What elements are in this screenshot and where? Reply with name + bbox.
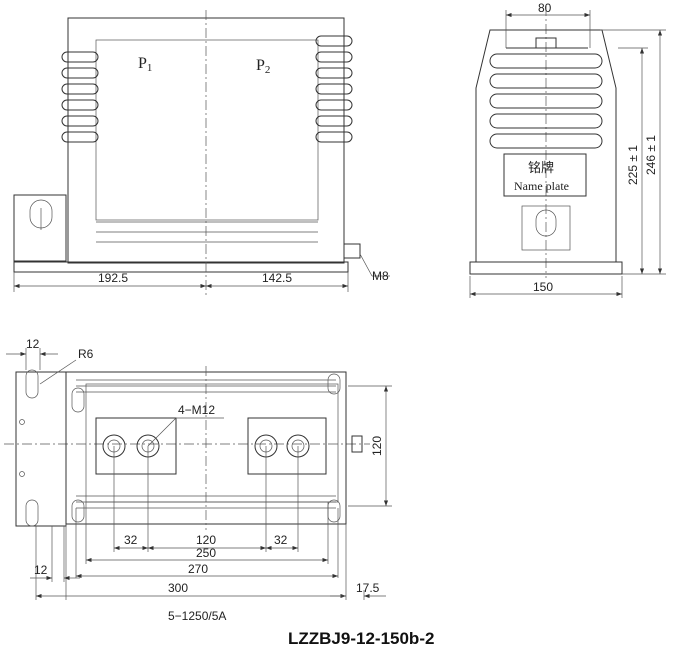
side-sheds [489, 53, 603, 149]
left-mounting-foot [15, 371, 67, 527]
dim-142-5: 142.5 [262, 271, 292, 285]
dim-80: 80 [538, 1, 552, 15]
dim-32-right: 32 [274, 533, 288, 547]
right-sheds [315, 35, 353, 143]
ratio-note: 5−1250/5A [168, 609, 226, 623]
nameplate-cn: 铭牌 [528, 160, 554, 175]
dim-300: 300 [168, 581, 188, 595]
terminal-pad-p2 [247, 417, 327, 475]
bolt-label: M8 [372, 269, 389, 283]
dim-12-top: 12 [26, 337, 40, 351]
p1-label: P1 [138, 55, 152, 74]
dim-32-left: 32 [124, 533, 138, 547]
front-view: M8 P1 P2 192.5 142.5 [13, 10, 390, 295]
dim-120-vertical: 120 [370, 436, 384, 456]
nameplate [503, 153, 587, 197]
p2-label: P2 [256, 57, 270, 76]
dim-246: 246 ± 1 [644, 135, 658, 175]
dim-17-5: 17.5 [356, 581, 380, 595]
side-base-plate [469, 261, 623, 275]
dim-270: 270 [188, 562, 208, 576]
front-base-plate [13, 261, 349, 273]
side-view: 铭牌 Name plate 80 150 225 ± 1 246 ± 1 [469, 1, 666, 298]
model-title: LZZBJ9-12-150b-2 [288, 629, 434, 648]
earth-slot [535, 209, 557, 237]
dim-192-5: 192.5 [98, 271, 128, 285]
top-m8-bolt [351, 435, 363, 453]
dim-120-center: 120 [196, 533, 216, 547]
nameplate-en: Name plate [514, 179, 569, 193]
dim-225: 225 ± 1 [626, 145, 640, 185]
front-resin-block [95, 39, 319, 221]
left-sheds [61, 51, 99, 143]
top-view: 4−M12 12 R6 120 32 120 32 [4, 337, 392, 600]
secondary-terminal-box [13, 194, 67, 262]
terminal-pad-p1 [95, 417, 177, 475]
dim-150: 150 [533, 280, 553, 294]
radius-label: R6 [78, 347, 94, 361]
m8-bolt [343, 243, 361, 259]
thread-label: 4−M12 [178, 403, 215, 417]
dim-250: 250 [196, 546, 216, 560]
dim-12-bottom: 12 [34, 563, 48, 577]
